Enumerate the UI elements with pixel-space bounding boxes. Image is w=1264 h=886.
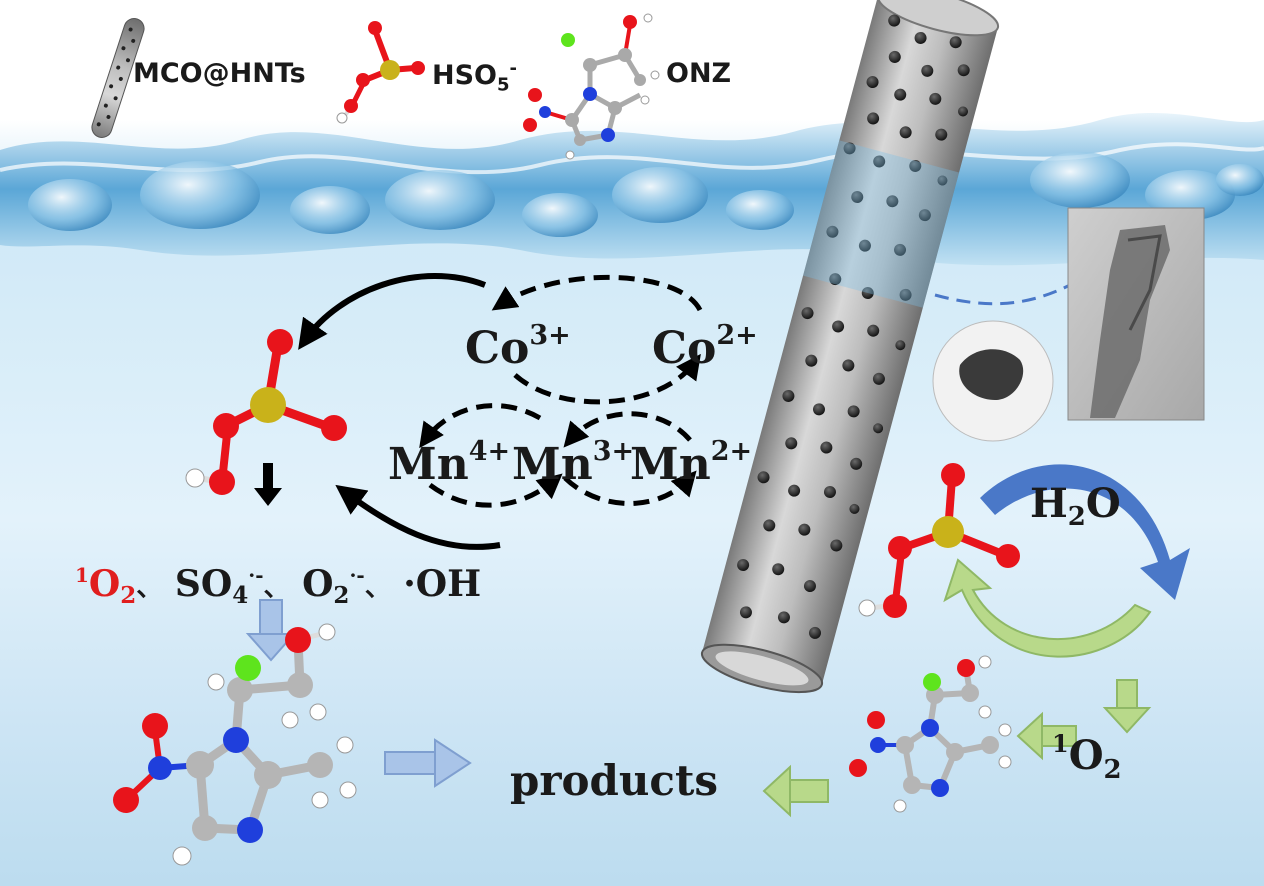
water-label: H2O <box>1030 484 1121 532</box>
hydroxyl-radical-label: ·OH <box>403 563 482 605</box>
sulfate-radical-label: SO4·- <box>174 563 264 607</box>
ion-co3-base: Co <box>465 323 530 374</box>
water-base: H <box>1030 480 1068 527</box>
inset-connector <box>934 283 1071 306</box>
sulfate-sub: 4 <box>232 582 249 609</box>
ion-co3: Co3+ <box>465 322 571 371</box>
singlet-oxygen-label: 1O2 <box>75 563 136 607</box>
tem-image-inset <box>1067 207 1205 421</box>
onz-molecule-right <box>849 655 1012 813</box>
legend-hso5-molecule-icon <box>336 21 425 124</box>
hso5-molecule-right <box>858 463 1020 618</box>
arrow-co3-to-co2 <box>513 353 701 405</box>
legend-oxidant-base: HSO <box>432 60 497 91</box>
separator-2: 、 <box>263 573 290 603</box>
right-singlet-sub: 2 <box>1103 755 1122 785</box>
ion-co2-base: Co <box>652 323 717 374</box>
arrow-return-to-mn <box>335 484 501 550</box>
legend-oxidant-charge: - <box>509 58 518 79</box>
ion-mn2-charge: 2+ <box>710 436 753 467</box>
right-singlet-base: O <box>1068 732 1104 779</box>
arrow-hso5-decompose-head <box>254 488 282 506</box>
ion-co2-charge: 2+ <box>716 320 758 351</box>
hso5-molecule-left <box>185 329 347 495</box>
legend-catalyst-label: MCO@HNTs <box>133 58 306 89</box>
arrow-to-products-light-blue <box>384 738 472 788</box>
powder-photo-inset <box>932 320 1054 442</box>
ion-mn4-charge: 4+ <box>468 436 511 467</box>
ion-mn3-base: Mn <box>512 439 593 490</box>
legend-drug-label: ONZ <box>666 58 732 89</box>
nanotube-catalyst <box>700 0 1000 694</box>
ion-mn2: Mn2+ <box>630 438 752 487</box>
superoxide-sub: 2 <box>333 582 350 609</box>
products-label: products <box>510 756 719 805</box>
arrow-left-green-2 <box>762 764 829 818</box>
legend-oxidant-label: HSO5- <box>432 60 517 94</box>
superoxide-charge: ·- <box>349 563 365 587</box>
right-singlet-oxygen-label: 1O2 <box>1052 729 1122 785</box>
separator-3: 、 <box>364 573 391 603</box>
reactive-species-line: 1O2、 SO4·-、 O2·-、 ·OH <box>75 565 481 607</box>
ion-mn4-base: Mn <box>388 439 469 490</box>
arrow-blue-cycle <box>980 464 1190 600</box>
singlet-oxygen-sub: 2 <box>120 582 137 609</box>
onz-molecule-left <box>113 623 357 866</box>
singlet-oxygen-base: O <box>88 563 121 605</box>
superoxide-base: O <box>302 563 334 605</box>
ion-co2: Co2+ <box>652 322 758 371</box>
ion-mn3: Mn3+ <box>512 438 634 487</box>
ion-co3-charge: 3+ <box>529 320 571 351</box>
arrow-co2-to-co3 <box>491 275 703 312</box>
arrow-down-light-blue <box>245 599 297 662</box>
singlet-oxygen-sup: 1 <box>75 563 89 587</box>
arrow-mn3-to-mn4 <box>419 403 542 449</box>
arrow-co3-to-hso5 <box>298 273 487 350</box>
superoxide-radical-label: O2·- <box>302 563 365 607</box>
right-singlet-sup: 1 <box>1052 729 1069 758</box>
sulfate-base: SO <box>174 563 233 605</box>
legend-nanotube-icon <box>91 18 145 138</box>
water-tail: O <box>1085 480 1121 527</box>
ion-mn4: Mn4+ <box>388 438 510 487</box>
legend-onz-molecule-icon <box>523 13 660 160</box>
ion-mn2-base: Mn <box>630 439 711 490</box>
arrow-left-green-1 <box>1016 711 1077 761</box>
legend-oxidant-sub: 5 <box>497 74 510 96</box>
arrow-mn2-to-mn3 <box>563 411 692 448</box>
arrow-green-cycle <box>943 558 1152 658</box>
ion-mn3-charge: 3+ <box>592 436 635 467</box>
arrow-down-green <box>1102 679 1152 734</box>
separator-1: 、 <box>136 573 163 603</box>
water-sub: 2 <box>1067 502 1086 532</box>
water-bubbles <box>28 152 1264 237</box>
sulfate-charge: ·- <box>248 563 264 587</box>
